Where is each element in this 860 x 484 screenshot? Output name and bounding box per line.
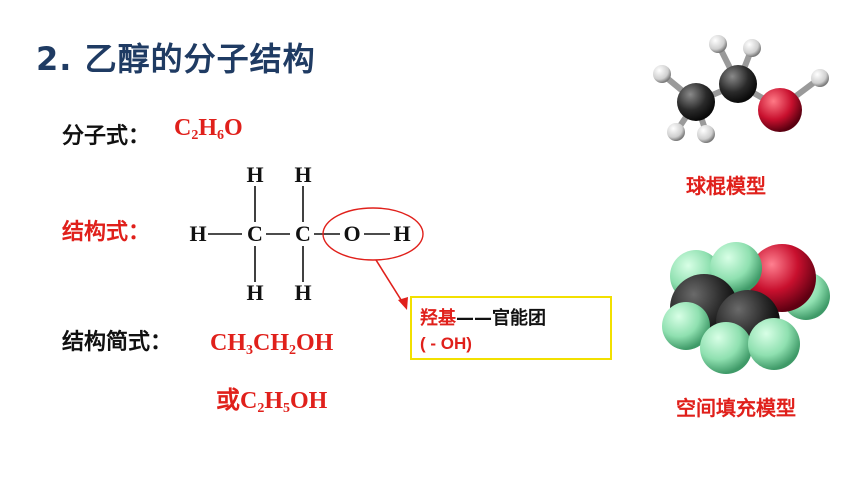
structural-formula-label: 结构式： [62, 220, 151, 245]
callout-arrow-line [375, 259, 404, 304]
atom-c1: C [247, 221, 263, 246]
molecular-formula: C2H6O [174, 115, 243, 143]
condensed-formula-line-1: CH3CH2OH [210, 330, 334, 358]
ball-stick-model-caption: 球棍模型 [686, 174, 766, 198]
callout-line-2: ( - OH) [420, 334, 472, 353]
functional-group-callout: 羟基——官能团 ( - OH) [410, 296, 612, 360]
condensed-formula-line-2: 或C2H5OH [216, 386, 328, 416]
atom-h-right: H [393, 221, 411, 246]
atom-h-top-1: H [246, 162, 264, 187]
condensed-formula-label: 结构简式： [62, 330, 173, 355]
molecular-formula-label: 分子式： [62, 124, 151, 149]
callout-line-1: 羟基——官能团 [420, 308, 546, 329]
atom-h-top-2: H [294, 162, 312, 187]
space-filling-model-image [662, 242, 830, 374]
atom-h-left: H [189, 221, 207, 246]
callout-arrow-head [398, 297, 408, 310]
hydroxyl-highlight-ellipse [322, 207, 424, 261]
atom-c2: C [295, 221, 311, 246]
ball-stick-model-image [653, 35, 829, 143]
atom-h-bottom-1: H [246, 280, 264, 305]
page-title: 2. 乙醇的分子结构 [36, 40, 316, 78]
atom-o: O [343, 221, 361, 246]
atom-h-bottom-2: H [294, 280, 312, 305]
space-filling-model-caption: 空间填充模型 [676, 396, 796, 420]
